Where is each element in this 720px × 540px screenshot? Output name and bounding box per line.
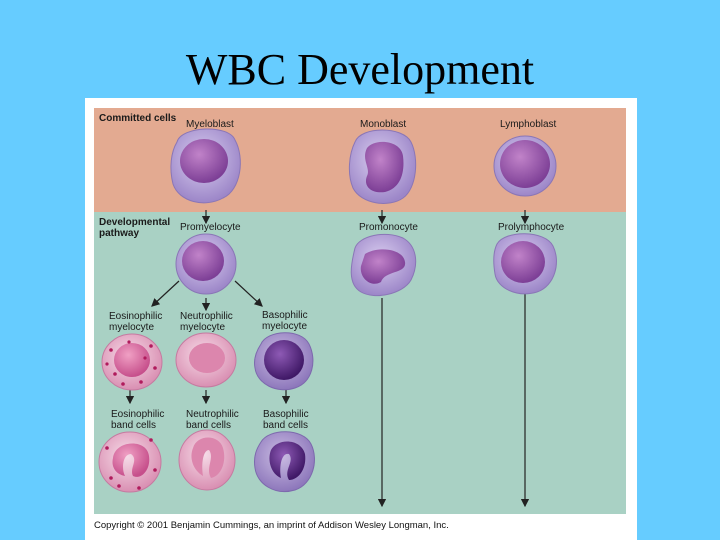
pathway-arrows: [125, 210, 530, 508]
promyelocyte-label: Promyelocyte: [180, 222, 241, 233]
committed-cells-label: Committed cells: [99, 113, 177, 124]
myeloblast-cell: [170, 128, 241, 204]
myeloblast-label: Myeloblast: [186, 119, 234, 130]
neutrophilic-band-cell: [178, 429, 236, 491]
monoblast-cell: [348, 129, 417, 204]
monoblast-label: Monoblast: [360, 119, 407, 130]
neutrophilic-band-label: Neutrophilic band cells: [186, 409, 239, 431]
slide-title: WBC Development: [185, 45, 535, 94]
basophilic-myelocyte-label: Basophilic myelocyte: [262, 310, 308, 332]
prolymphocyte-cell: [493, 233, 557, 295]
lymphoblast-label: Lymphoblast: [500, 119, 557, 130]
eosinophilic-band-label: Eosinophilic band cells: [111, 409, 165, 431]
copyright-notice: Copyright © 2001 Benjamin Cummings, an i…: [94, 520, 449, 531]
basophilic-band-label: Basophilic band cells: [263, 409, 309, 431]
neutrophilic-myelocyte-cell: [175, 332, 237, 388]
arrow-to-basophilic-myelocyte: [234, 280, 263, 307]
basophilic-myelocyte-cell: [254, 332, 314, 391]
prolymphocyte-label: Prolymphocyte: [498, 222, 565, 233]
neutrophilic-myelocyte-label: Neutrophilic myelocyte: [180, 311, 233, 333]
eosinophilic-band-cell: [98, 431, 162, 493]
basophilic-band-cell: [254, 431, 315, 492]
promyelocyte-cell: [175, 233, 237, 295]
developmental-pathway-label: Developmental pathway: [99, 217, 171, 239]
arrow-to-eosinophilic-myelocyte: [151, 280, 180, 307]
promonocyte-label: Promonocyte: [359, 222, 418, 233]
lymphoblast-cell: [493, 135, 557, 197]
figure-panel: Committed cells Developmental pathway My…: [85, 98, 637, 540]
promonocyte-cell: [350, 233, 417, 296]
eosinophilic-myelocyte-cell: [101, 333, 163, 391]
wbc-diagram: [98, 128, 557, 508]
eosinophilic-myelocyte-label: Eosinophilic myelocyte: [109, 311, 163, 333]
